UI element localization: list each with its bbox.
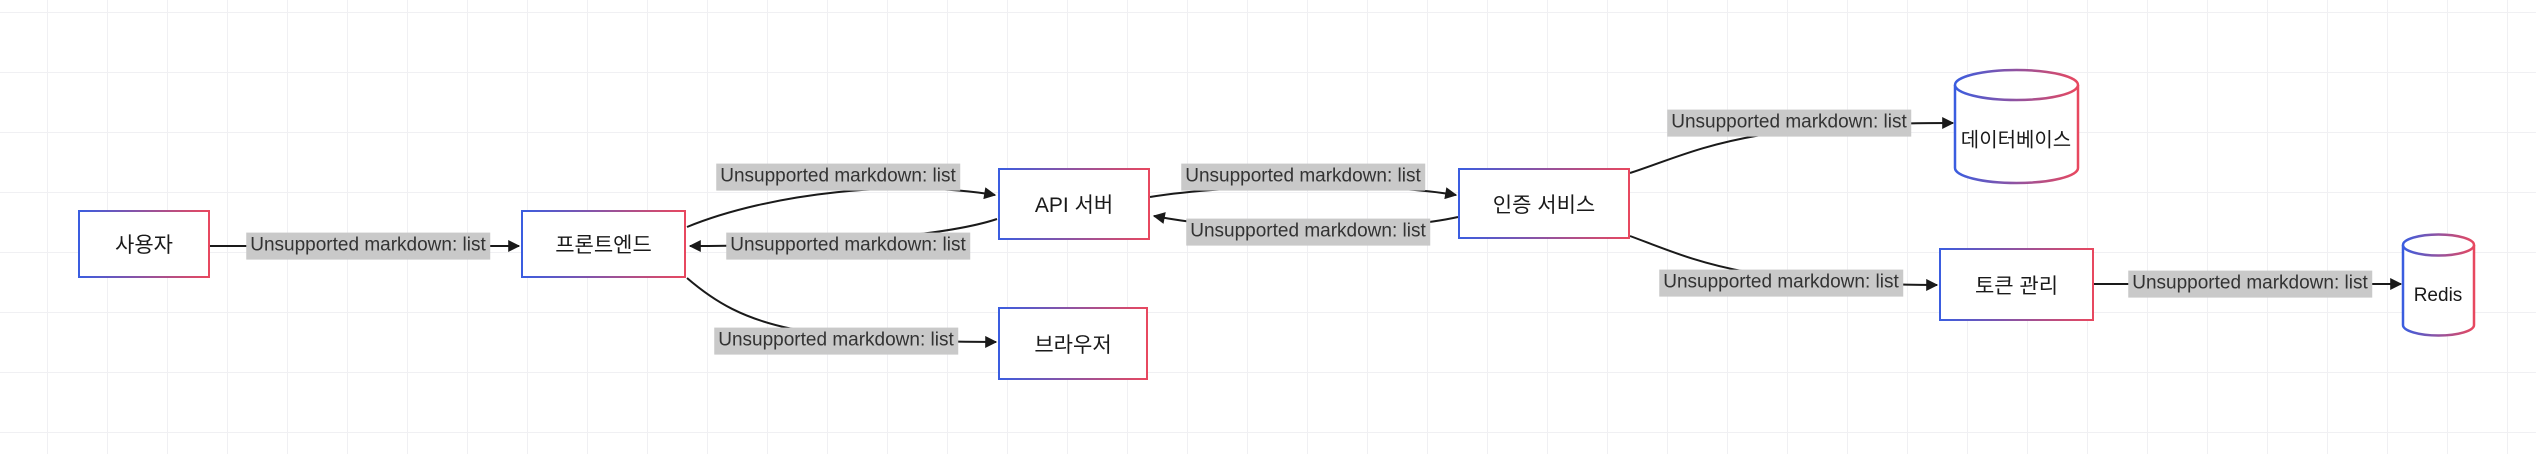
redis-cylinder-shape[interactable]: [2401, 233, 2476, 337]
edge-label-frontend-api[interactable]: Unsupported markdown: list: [716, 163, 960, 191]
node-user[interactable]: 사용자: [78, 210, 210, 278]
database-cylinder-shape[interactable]: [1953, 68, 2080, 185]
node-api[interactable]: API 서버: [998, 168, 1150, 240]
node-user-label: 사용자: [115, 234, 173, 257]
edge-label-auth-token[interactable]: Unsupported markdown: list: [1659, 269, 1903, 297]
edge-label-frontend-browser[interactable]: Unsupported markdown: list: [714, 327, 958, 355]
node-frontend[interactable]: 프론트엔드: [521, 210, 686, 278]
node-redis-label[interactable]: Redis: [2413, 285, 2463, 306]
node-frontend-label: 프론트엔드: [555, 234, 652, 257]
edge-label-api-auth[interactable]: Unsupported markdown: list: [1181, 163, 1425, 191]
node-token[interactable]: 토큰 관리: [1939, 248, 2094, 321]
edge-label-token-redis[interactable]: Unsupported markdown: list: [2128, 270, 2372, 298]
edge-label-user-frontend[interactable]: Unsupported markdown: list: [246, 232, 490, 260]
edge-frontend-api: [686, 187, 997, 228]
node-token-label: 토큰 관리: [1974, 274, 2059, 298]
node-auth-label: 인증 서비스: [1492, 193, 1596, 217]
node-auth[interactable]: 인증 서비스: [1458, 168, 1630, 239]
node-browser-label: 브라우저: [1034, 333, 1112, 357]
edge-label-auth-database[interactable]: Unsupported markdown: list: [1667, 109, 1911, 137]
edge-label-auth-api[interactable]: Unsupported markdown: list: [1186, 218, 1430, 246]
edge-label-api-frontend[interactable]: Unsupported markdown: list: [726, 232, 970, 260]
node-api-label: API 서버: [1034, 194, 1114, 217]
node-database-label[interactable]: 데이터베이스: [1960, 129, 2072, 152]
node-browser[interactable]: 브라우저: [998, 307, 1148, 380]
